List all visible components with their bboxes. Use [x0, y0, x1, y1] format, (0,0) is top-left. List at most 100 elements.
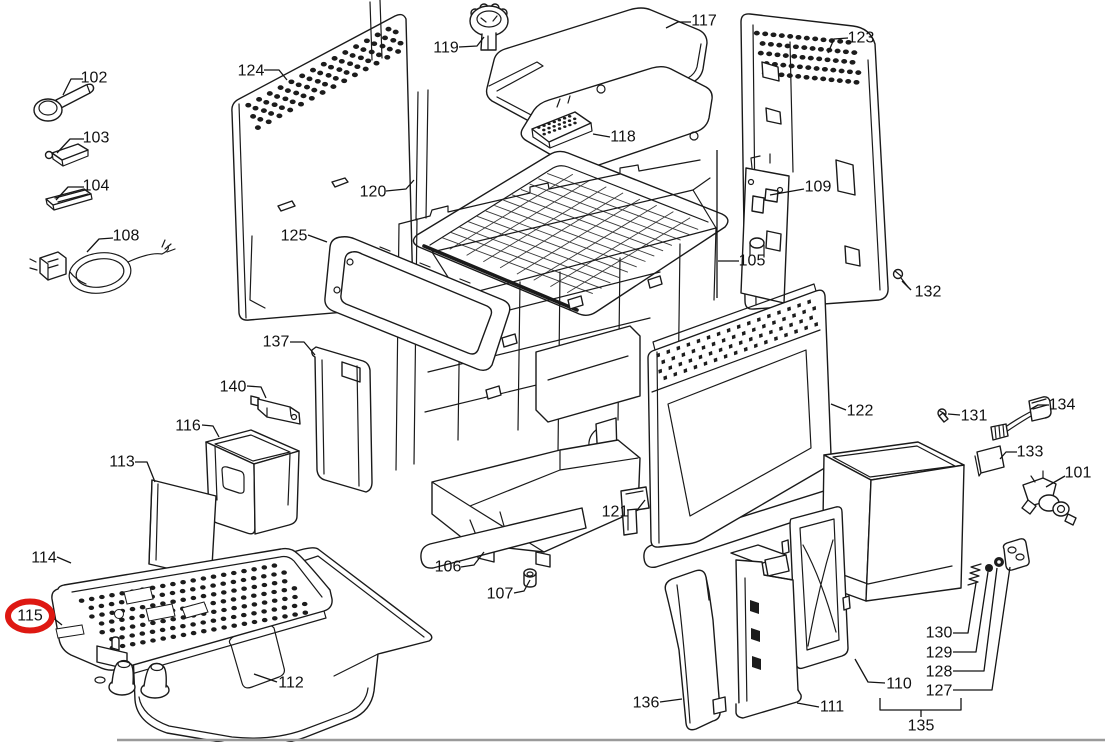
- part-129-seal: [985, 564, 993, 572]
- part-label-112: 112: [253, 673, 304, 692]
- part-number-132: 132: [915, 284, 942, 301]
- part-label-103: 103: [56, 130, 110, 154]
- part-label-121: 121: [602, 499, 646, 521]
- leader-line-107: [513, 579, 531, 594]
- part-number-123: 123: [848, 30, 875, 47]
- leader-line-112: [253, 673, 278, 683]
- part-number-140: 140: [220, 379, 247, 396]
- leader-line-106: [460, 551, 485, 568]
- part-label-108: 108: [86, 228, 140, 253]
- leader-line-133: [999, 451, 1017, 460]
- part-label-111: 111: [796, 699, 844, 716]
- leader-line-132: [901, 280, 912, 291]
- part-label-128: 128: [926, 567, 998, 681]
- leader-line-128: [953, 567, 998, 672]
- leader-line-118: [592, 133, 611, 138]
- part-label-131: 131: [947, 408, 988, 425]
- part-number-124: 124: [238, 63, 265, 80]
- leader-line-121: [626, 499, 646, 511]
- leader-line-124: [264, 69, 288, 81]
- part-number-108: 108: [113, 228, 140, 245]
- part-number-137: 137: [263, 334, 290, 351]
- leader-line-119: [458, 36, 485, 48]
- part-114-drip-grid: [51, 547, 333, 678]
- part-number-127: 127: [926, 683, 953, 700]
- leader-line-122: [830, 403, 847, 411]
- part-130-spring: [967, 563, 982, 586]
- part-label-124: 124: [238, 63, 288, 81]
- part-number-115: 115: [17, 608, 43, 625]
- part-label-125: 125: [281, 228, 328, 245]
- part-128-ring: [994, 557, 1004, 567]
- part-125-front-frame: [324, 236, 511, 372]
- part-number-109: 109: [805, 179, 832, 196]
- part-number-119: 119: [433, 40, 459, 57]
- leader-line-109: [769, 188, 805, 196]
- leader-line-140: [246, 385, 267, 399]
- leader-line-131: [947, 413, 961, 416]
- part-label-117: 117: [665, 13, 717, 30]
- leader-line-110: [854, 658, 886, 684]
- part-118-perforated-plate: [531, 95, 593, 149]
- part-132-screw: [892, 268, 909, 288]
- part-label-122: 122: [830, 403, 873, 420]
- part-136-corner-cover: [664, 569, 727, 731]
- part-121-rail-clip: [620, 486, 650, 536]
- part-label-113: 113: [109, 454, 156, 483]
- part-number-117: 117: [691, 13, 717, 30]
- part-label-106: 106: [435, 551, 485, 576]
- base-floor-details: [94, 636, 170, 699]
- part-label-109: 109: [769, 179, 832, 196]
- part-119-knob: [469, 3, 509, 51]
- part-label-136: 136: [633, 695, 683, 712]
- leader-line-123: [827, 37, 849, 54]
- leader-line-102: [62, 78, 83, 96]
- part-label-101: 101: [1045, 465, 1091, 488]
- leader-line-111: [796, 702, 820, 708]
- part-127-holder-plate: [1002, 538, 1030, 571]
- part-number-121: 121: [602, 504, 629, 521]
- leader-line-134: [1030, 404, 1049, 410]
- leader-line-108: [86, 237, 114, 253]
- part-103-tool: [44, 143, 89, 167]
- part-number-135: 135: [908, 718, 935, 735]
- leader-line-101: [1045, 475, 1066, 488]
- part-number-131: 131: [961, 408, 988, 425]
- leader-line-113: [135, 461, 156, 483]
- part-number-107: 107: [487, 586, 514, 603]
- part-number-103: 103: [83, 130, 110, 147]
- part-label-140: 140: [220, 379, 267, 399]
- leader-line-103: [56, 138, 84, 154]
- part-label-133: 133: [999, 444, 1044, 461]
- part-number-133: 133: [1017, 444, 1044, 461]
- part-number-136: 136: [633, 695, 660, 712]
- leader-line-116: [201, 424, 220, 438]
- leader-line-120: [385, 179, 415, 192]
- part-131-screw: [937, 408, 949, 423]
- part-101-valve-assembly: [1021, 470, 1077, 526]
- part-number-125: 125: [281, 228, 308, 245]
- part-label-134: 134: [1030, 397, 1076, 414]
- part-number-116: 116: [175, 418, 201, 435]
- part-number-129: 129: [926, 645, 953, 662]
- part-137-side-panel: [311, 346, 373, 493]
- leader-line-136: [659, 698, 683, 703]
- part-label-107: 107: [487, 579, 531, 603]
- part-labels: 1011021031041051061071081091101111121131…: [5, 13, 1091, 735]
- part-number-128: 128: [926, 664, 953, 681]
- part-102-scoop: [33, 83, 95, 122]
- part-number-110: 110: [886, 676, 912, 693]
- part-label-114: 114: [31, 550, 72, 567]
- part-label-129: 129: [926, 571, 989, 662]
- part-number-111: 111: [820, 699, 844, 716]
- part-number-120: 120: [360, 184, 387, 201]
- part-label-127: 127: [926, 566, 1011, 700]
- part-number-102: 102: [81, 70, 108, 87]
- part-number-134: 134: [1049, 397, 1076, 414]
- part-134-cable-connector: [990, 396, 1052, 441]
- leader-line-114: [56, 556, 72, 564]
- part-140-bracket: [250, 395, 301, 425]
- part-label-116: 116: [175, 418, 220, 438]
